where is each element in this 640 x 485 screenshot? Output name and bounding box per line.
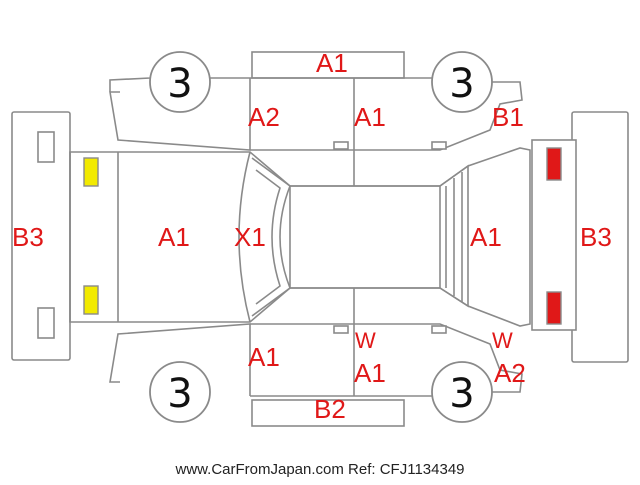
roof-panel [289, 185, 441, 289]
label-top-sill: A1 [316, 48, 348, 78]
top-door-handle-front [333, 141, 349, 150]
label-rear-bumper: B3 [580, 222, 612, 252]
label-left-front-door: A2 [248, 102, 280, 132]
rear-window [439, 164, 469, 308]
rear-light-top [546, 147, 562, 181]
top-view-body-outline [69, 147, 531, 327]
label-left-rear-door: A1 [354, 102, 386, 132]
windshield-inner-2 [255, 169, 281, 305]
windshield-inner [251, 157, 291, 317]
label-right-front-door: A1 [248, 342, 280, 372]
bottom-sill-panel [251, 399, 405, 427]
wheel-top-right [431, 51, 493, 113]
front-bumper-slot-bottom [37, 307, 55, 339]
wheel-bottom-right-grade: 3 [449, 371, 474, 417]
front-light-bottom [83, 285, 99, 315]
label-trunk: A1 [470, 222, 502, 252]
label-windshield: X1 [234, 222, 266, 252]
label-bottom-sill: B2 [314, 394, 346, 424]
windshield-outer [238, 151, 251, 323]
top-door-handle-rear [431, 141, 447, 150]
top-sill-panel [251, 51, 405, 79]
bottom-door-handle-rear [431, 325, 447, 334]
label-right-rear-door: A1 [354, 358, 386, 388]
label-hood: A1 [158, 222, 190, 252]
front-bumper-slot-top [37, 131, 55, 163]
label-left-rear-fender: B1 [492, 102, 524, 132]
wheel-top-right-grade: 3 [449, 61, 474, 107]
rear-light-bottom [546, 291, 562, 325]
bottom-door-handle-front [333, 325, 349, 334]
label-right-rear-fender-w: W [492, 328, 513, 353]
wheel-top-left-grade: 3 [167, 61, 192, 107]
wheel-top-left [149, 51, 211, 113]
label-front-bumper: B3 [12, 222, 44, 252]
wheel-bottom-right [431, 361, 493, 423]
label-right-rear-door-w: W [355, 328, 376, 353]
front-light-top [83, 157, 99, 187]
wheel-bottom-left-grade: 3 [167, 371, 192, 417]
footer-reference: www.CarFromJapan.com Ref: CFJ1134349 [175, 461, 465, 478]
label-right-rear-fender: A2 [494, 358, 526, 388]
wheel-bottom-left [149, 361, 211, 423]
